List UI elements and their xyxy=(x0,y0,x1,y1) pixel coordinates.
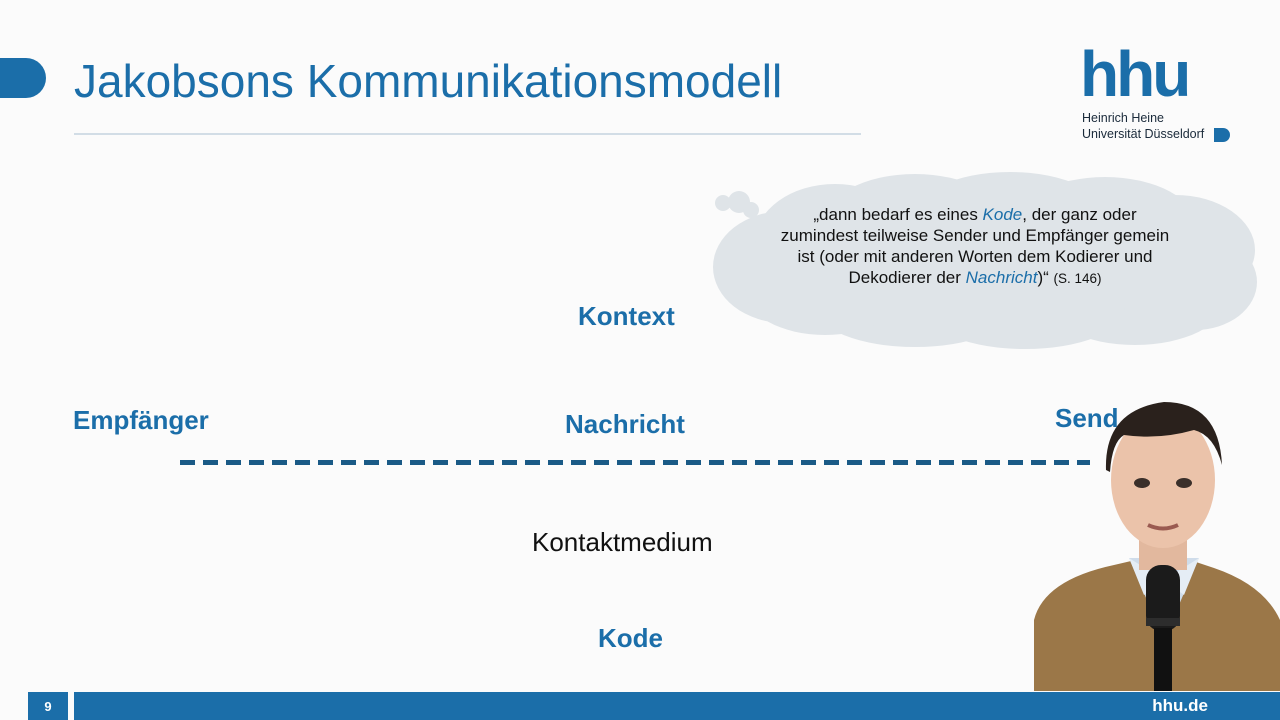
logo-d-shape xyxy=(1214,128,1230,142)
footer-website-link[interactable]: hhu.de xyxy=(1152,696,1208,715)
dashed-connection-line xyxy=(180,460,1090,465)
page-number: 9 xyxy=(28,692,68,720)
quote-text-2: , der ganz oder zumindest teilweise Send… xyxy=(780,205,1170,287)
hhu-logo: hhu Heinrich Heine Universität Düsseldor… xyxy=(1080,42,1232,144)
quote-emphasis-nachricht: Nachricht xyxy=(965,268,1038,287)
quote-emphasis-kode: Kode xyxy=(982,205,1023,224)
quote-citation: (S. 146) xyxy=(1053,271,1102,286)
logo-caption: Heinrich Heine Universität Düsseldorf xyxy=(1082,110,1204,142)
label-empfaenger: Empfänger xyxy=(73,405,209,435)
label-kontext: Kontext xyxy=(578,301,675,331)
quote-text-3: )“ xyxy=(1037,268,1054,287)
slide-accent-tab xyxy=(0,58,46,98)
footer-bar: hhu.de xyxy=(74,692,1280,720)
logo-wordmark: hhu xyxy=(1080,38,1191,110)
slide-title: Jakobsons Kommunikationsmodell xyxy=(74,55,783,107)
label-kode: Kode xyxy=(598,623,663,653)
cloud-shape xyxy=(713,172,1257,349)
speaker-figure xyxy=(1034,402,1280,691)
label-sender: Send xyxy=(1055,403,1119,433)
label-nachricht: Nachricht xyxy=(565,409,685,439)
jakobson-quote: „dann bedarf es eines Kode, der ganz ode… xyxy=(775,204,1175,289)
speaker-video-overlay xyxy=(1034,380,1280,691)
thought-cloud: „dann bedarf es eines Kode, der ganz ode… xyxy=(705,172,1265,352)
logo-caption-line2: Universität Düsseldorf xyxy=(1082,127,1205,141)
logo-caption-line1: Heinrich Heine xyxy=(1082,111,1164,125)
quote-text-1: „dann bedarf es eines xyxy=(813,205,983,224)
title-divider xyxy=(74,133,861,135)
label-kontaktmedium: Kontaktmedium xyxy=(532,527,713,557)
